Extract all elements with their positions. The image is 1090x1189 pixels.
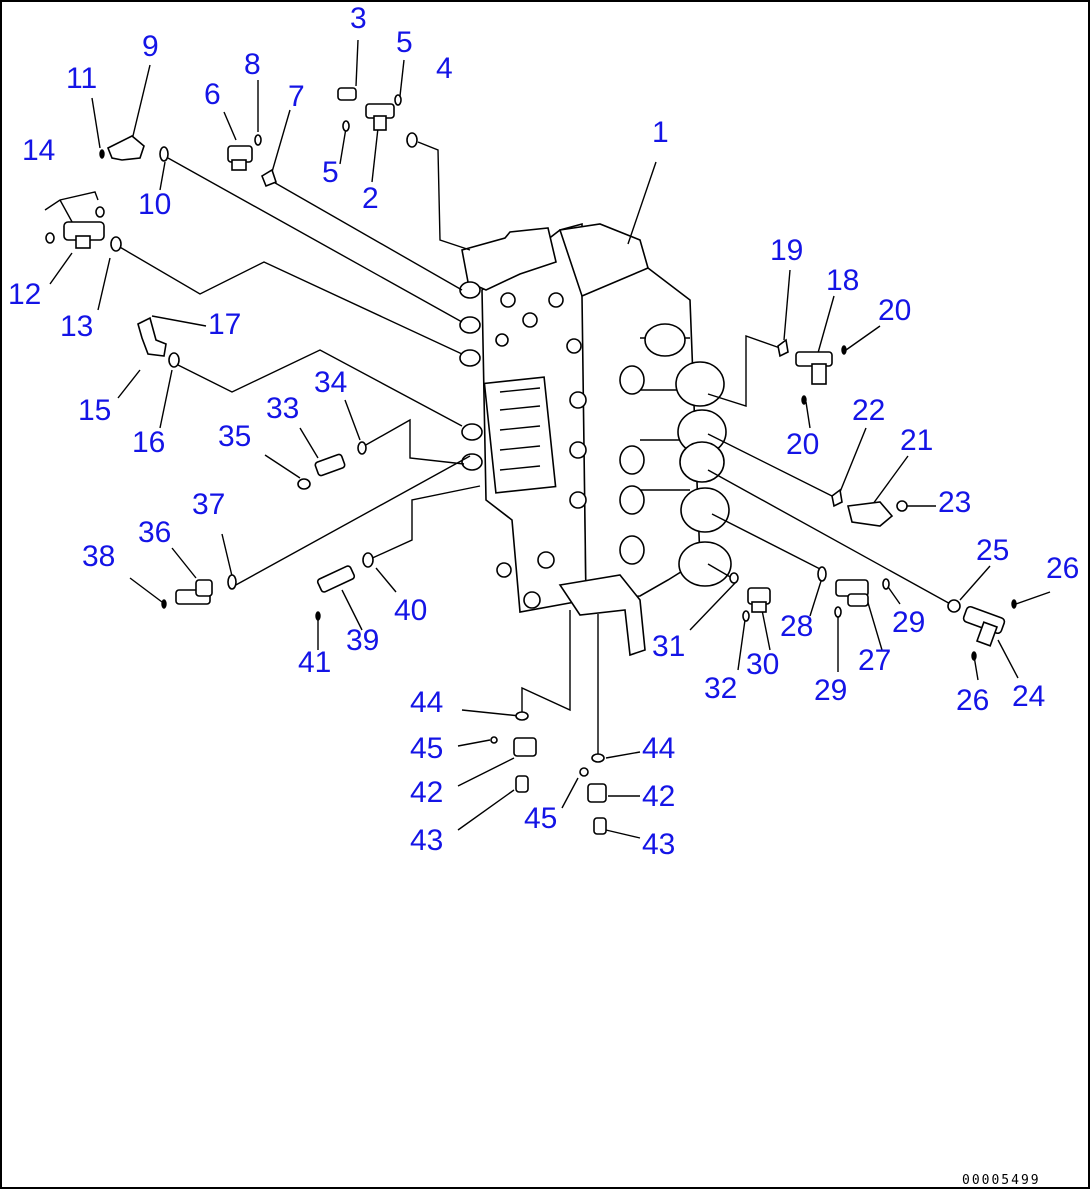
callout-20: 20 (878, 294, 911, 327)
callout-19: 19 (770, 234, 803, 267)
callout-16: 16 (132, 426, 165, 459)
callout-21: 21 (900, 424, 933, 457)
callout-44: 44 (642, 732, 675, 765)
callout-43: 43 (410, 824, 443, 857)
callout-45: 45 (410, 732, 443, 765)
callout-6: 6 (204, 78, 221, 111)
callout-25: 25 (976, 534, 1009, 567)
callout-30: 30 (746, 648, 779, 681)
callout-24: 24 (1012, 680, 1045, 713)
callout-10: 10 (138, 188, 171, 221)
callout-9: 9 (142, 30, 159, 63)
callout-34: 34 (314, 366, 347, 399)
callout-8: 8 (244, 48, 261, 81)
control-valve-body (459, 222, 732, 657)
callout-39: 39 (346, 624, 379, 657)
callout-31: 31 (652, 630, 685, 663)
callout-12: 12 (8, 278, 41, 311)
callout-32: 32 (704, 672, 737, 705)
drawing-code: 00005499 (962, 1173, 1041, 1188)
callout-28: 28 (780, 610, 813, 643)
callout-23: 23 (938, 486, 971, 519)
callout-4: 4 (436, 52, 453, 85)
callout-44: 44 (410, 686, 443, 719)
callout-40: 40 (394, 594, 427, 627)
callout-14: 14 (22, 134, 55, 167)
callout-45: 45 (524, 802, 557, 835)
callout-18: 18 (826, 264, 859, 297)
callout-33: 33 (266, 392, 299, 425)
callout-labels: 1 2 3 4 5 5 6 7 8 9 10 11 12 13 14 15 16… (8, 2, 1079, 861)
callout-3: 3 (350, 2, 367, 35)
callout-17: 17 (208, 308, 241, 341)
callout-29: 29 (892, 606, 925, 639)
callout-5: 5 (322, 156, 339, 189)
callout-15: 15 (78, 394, 111, 427)
callout-13: 13 (60, 310, 93, 343)
callout-11: 11 (66, 62, 97, 95)
callout-35: 35 (218, 420, 251, 453)
callout-42: 42 (642, 780, 675, 813)
callout-1: 1 (652, 116, 669, 149)
callout-42: 42 (410, 776, 443, 809)
callout-20: 20 (786, 428, 819, 461)
fittings-and-o-rings (45, 87, 1017, 835)
callout-7: 7 (288, 80, 305, 113)
callout-36: 36 (138, 516, 171, 549)
callout-26: 26 (1046, 552, 1079, 585)
callout-22: 22 (852, 394, 885, 427)
callout-38: 38 (82, 540, 115, 573)
callout-5: 5 (396, 26, 413, 59)
callout-37: 37 (192, 488, 225, 521)
callout-43: 43 (642, 828, 675, 861)
callout-41: 41 (298, 646, 331, 679)
callout-29: 29 (814, 674, 847, 707)
callout-26: 26 (956, 684, 989, 717)
callout-27: 27 (858, 644, 891, 677)
callout-2: 2 (362, 182, 379, 215)
assembly-leader-lines (44, 39, 1051, 839)
